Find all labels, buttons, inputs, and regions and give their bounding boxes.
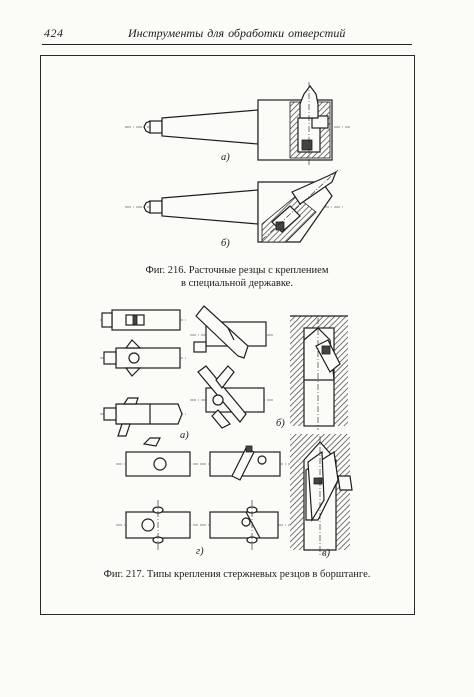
fig217b-bars	[190, 305, 275, 429]
fig217a-bars	[100, 309, 188, 437]
fig216-caption-line1: Фиг. 216. Расточные резцы с креплением	[145, 265, 329, 276]
fig217-label-g: г)	[196, 546, 204, 557]
page-number: 424	[44, 26, 64, 40]
fig216a-tool-holder	[125, 82, 350, 165]
fig216-label-a: а)	[221, 152, 230, 163]
fig217-label-b: б)	[276, 418, 285, 429]
fig217-label-a: а)	[180, 430, 189, 441]
fig217-label-v: в)	[322, 548, 331, 559]
fig216b-tool-holder	[125, 169, 345, 243]
fig217g-bars	[116, 437, 290, 550]
figure-frame	[40, 55, 415, 615]
fig216-label-b: б)	[221, 238, 230, 249]
running-title: Инструменты для обработки отверстий	[128, 26, 346, 40]
fig217-boring-bar-sections	[290, 315, 353, 556]
fig216-caption: Фиг. 216. Расточные резцы с креплением в…	[0, 264, 474, 290]
fig217-caption: Фиг. 217. Типы крепления стержневых резц…	[103, 569, 371, 580]
header-rule	[42, 44, 412, 45]
fig216-caption-line2: в специальной державке.	[181, 278, 293, 289]
